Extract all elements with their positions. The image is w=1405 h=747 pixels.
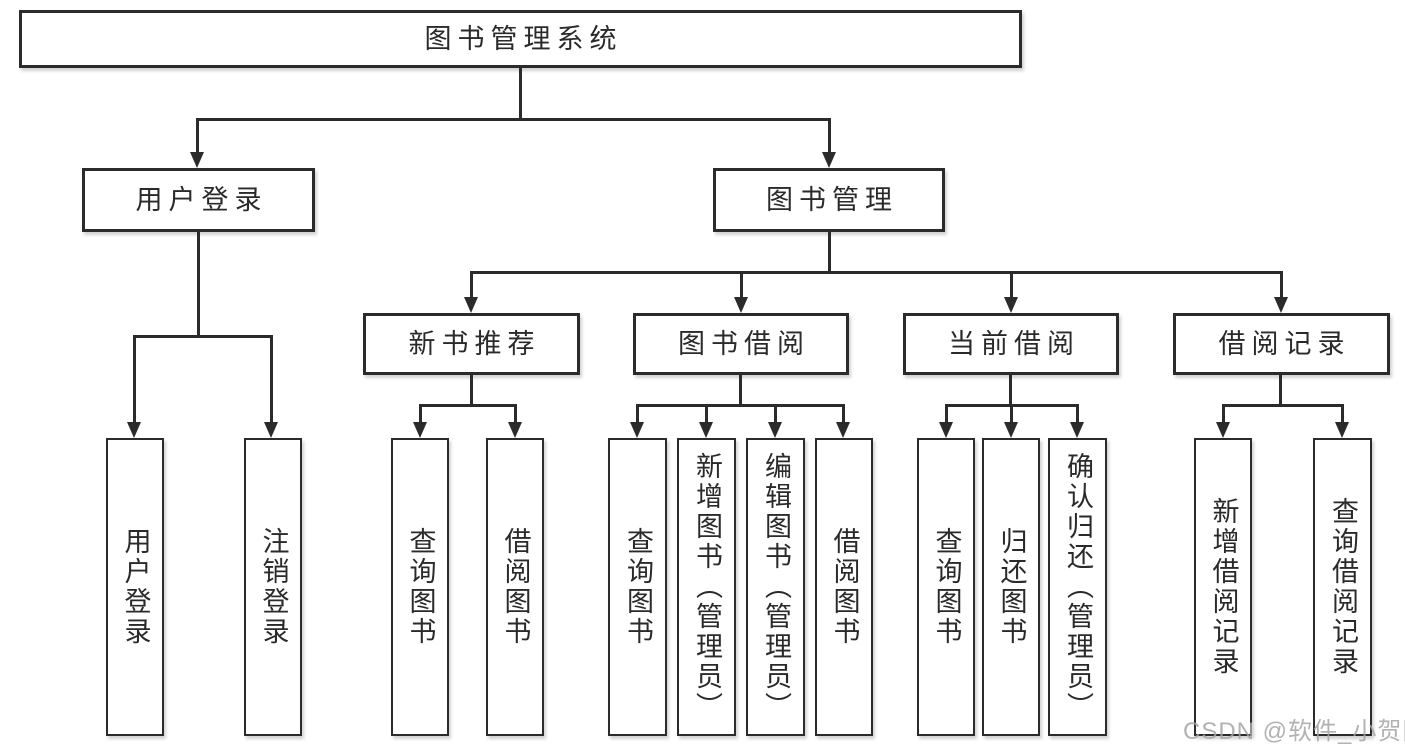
node-book-borrow: 图书借阅 bbox=[633, 313, 849, 375]
arrow-head bbox=[190, 152, 204, 168]
node-label: 用户登录 bbox=[120, 527, 151, 647]
node-label: 查询图书 bbox=[623, 527, 653, 647]
node-label: 注销登录 bbox=[258, 527, 289, 647]
node-label: 编辑图书（管理员） bbox=[761, 452, 791, 722]
arrow-head bbox=[836, 422, 850, 438]
leaf-borrow-books: 借阅图书 bbox=[815, 438, 873, 736]
connector-line bbox=[636, 404, 639, 424]
leaf-query-books-current: 查询图书 bbox=[917, 438, 975, 736]
connector-line bbox=[519, 66, 522, 120]
connector-line bbox=[1010, 271, 1013, 299]
arrow-head bbox=[630, 422, 644, 438]
arrow-head bbox=[822, 152, 836, 168]
leaf-add-borrow-record: 新增借阅记录 bbox=[1194, 438, 1252, 736]
connector-line bbox=[828, 118, 831, 154]
arrow-head bbox=[1004, 422, 1018, 438]
node-label: 查询图书 bbox=[405, 527, 436, 647]
connector-line bbox=[740, 271, 743, 299]
node-label: 查询借阅记录 bbox=[1328, 497, 1358, 677]
arrow-head bbox=[127, 422, 141, 438]
node-label: 借阅图书 bbox=[500, 527, 531, 647]
connector-line bbox=[1076, 404, 1079, 424]
connector-line bbox=[774, 404, 777, 424]
arrow-head bbox=[1335, 422, 1349, 438]
node-label: 图书管理系统 bbox=[424, 23, 623, 54]
leaf-logout: 注销登录 bbox=[244, 438, 302, 736]
connector-line bbox=[470, 375, 473, 407]
node-label: 图书管理 bbox=[766, 184, 898, 215]
leaf-user-login: 用户登录 bbox=[106, 438, 164, 736]
arrow-head bbox=[734, 297, 748, 313]
arrow-head bbox=[768, 422, 782, 438]
node-label: 查询图书 bbox=[931, 527, 962, 647]
arrow-head bbox=[508, 422, 522, 438]
leaf-add-books-admin: 新增图书（管理员） bbox=[677, 438, 736, 736]
arrow-head bbox=[1004, 297, 1018, 313]
node-new-book-recommend: 新书推荐 bbox=[363, 313, 580, 375]
connector-line bbox=[705, 404, 708, 424]
node-label: 借阅图书 bbox=[829, 527, 860, 647]
connector-line bbox=[133, 335, 273, 338]
node-user-login: 用户登录 bbox=[82, 168, 315, 232]
arrow-head bbox=[413, 422, 427, 438]
connector-line bbox=[133, 335, 136, 424]
connector-line bbox=[1222, 404, 1225, 424]
node-label: 归还图书 bbox=[996, 527, 1027, 647]
connector-line bbox=[739, 375, 742, 407]
leaf-confirm-return-admin: 确认归还（管理员） bbox=[1048, 438, 1107, 736]
connector-line bbox=[1222, 404, 1343, 407]
node-borrow-records: 借阅记录 bbox=[1173, 313, 1390, 375]
arrow-head bbox=[699, 422, 713, 438]
node-label: 当前借阅 bbox=[948, 328, 1080, 359]
leaf-borrow-books-recommend: 借阅图书 bbox=[486, 438, 544, 736]
arrow-head bbox=[464, 297, 478, 313]
connector-line bbox=[419, 404, 422, 424]
leaf-query-borrow-record: 查询借阅记录 bbox=[1313, 438, 1372, 736]
node-label: 确认归还（管理员） bbox=[1063, 452, 1093, 722]
csdn-watermark: CSDN @软件_小贺同学 bbox=[1183, 718, 1405, 745]
arrow-head bbox=[1216, 422, 1230, 438]
arrow-head bbox=[939, 422, 953, 438]
connector-line bbox=[842, 404, 845, 424]
connector-line bbox=[1009, 375, 1012, 407]
connector-line bbox=[196, 118, 831, 121]
connector-line bbox=[270, 335, 273, 424]
arrow-head bbox=[1274, 297, 1288, 313]
connector-line bbox=[636, 404, 845, 407]
connector-line bbox=[419, 404, 517, 407]
node-label: 借阅记录 bbox=[1218, 328, 1351, 359]
connector-line bbox=[470, 271, 473, 299]
leaf-query-books-recommend: 查询图书 bbox=[391, 438, 449, 736]
connector-line bbox=[945, 404, 948, 424]
node-label: 新增图书（管理员） bbox=[692, 452, 722, 722]
connector-line bbox=[1010, 404, 1013, 424]
connector-line bbox=[828, 232, 831, 274]
node-label: 新书推荐 bbox=[408, 328, 541, 359]
leaf-edit-books-admin: 编辑图书（管理员） bbox=[746, 438, 805, 736]
connector-line bbox=[197, 232, 200, 338]
connector-line bbox=[1341, 404, 1344, 424]
node-current-borrow: 当前借阅 bbox=[903, 313, 1119, 375]
node-root-system: 图书管理系统 bbox=[19, 10, 1022, 68]
node-label: 用户登录 bbox=[135, 184, 268, 215]
connector-line bbox=[514, 404, 517, 424]
connector-line bbox=[1280, 271, 1283, 299]
connector-line bbox=[1279, 375, 1282, 407]
connector-line bbox=[196, 118, 199, 154]
leaf-return-books: 归还图书 bbox=[982, 438, 1040, 736]
leaf-query-books-borrow: 查询图书 bbox=[608, 438, 667, 736]
connector-line bbox=[470, 271, 1283, 274]
node-book-management: 图书管理 bbox=[713, 168, 945, 232]
arrow-head bbox=[1070, 422, 1084, 438]
node-label: 新增借阅记录 bbox=[1208, 497, 1239, 677]
arrow-head bbox=[264, 422, 278, 438]
node-label: 图书借阅 bbox=[678, 328, 810, 359]
